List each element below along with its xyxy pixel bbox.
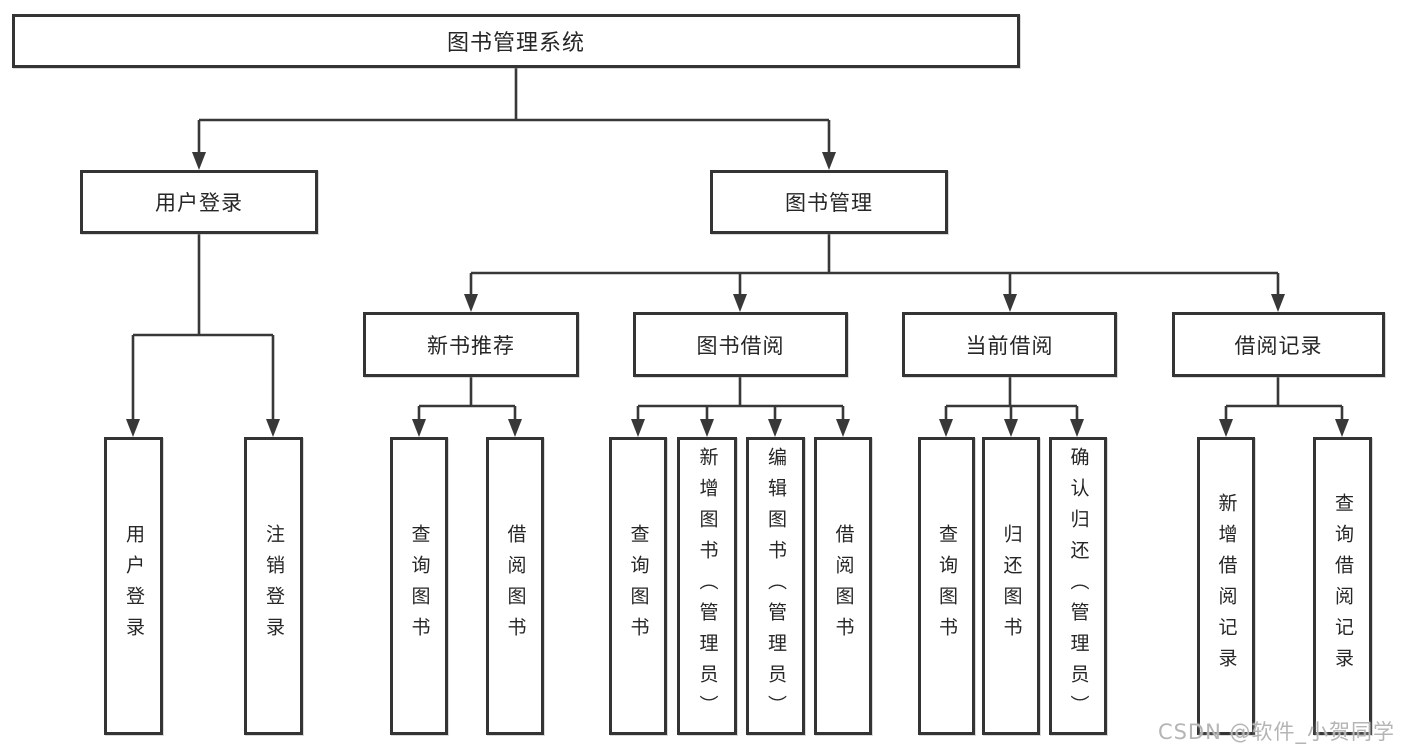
- leaf-confirm-return-admin: 确认归还（管理员）: [1049, 437, 1107, 735]
- node-borrow-records: 借阅记录: [1172, 312, 1385, 377]
- node-current-borrow: 当前借阅: [902, 312, 1117, 377]
- node-user-login: 用户登录: [80, 170, 318, 234]
- leaf-edit-book-admin: 编辑图书（管理员）: [746, 437, 805, 735]
- leaf-user-login: 用户登录: [104, 437, 163, 735]
- leaf-add-book-admin: 新增图书（管理员）: [677, 437, 737, 735]
- leaf-borrow-books-recommend: 借阅图书: [486, 437, 544, 735]
- node-new-book-recommend: 新书推荐: [363, 312, 579, 377]
- node-system-root: 图书管理系统: [12, 14, 1020, 68]
- leaf-return-books: 归还图书: [982, 437, 1040, 735]
- arrowheads: [126, 152, 1349, 437]
- node-book-management: 图书管理: [710, 170, 948, 234]
- leaf-query-borrow-record: 查询借阅记录: [1313, 437, 1372, 735]
- leaf-query-books-current: 查询图书: [918, 437, 975, 735]
- leaf-query-books-recommend: 查询图书: [390, 437, 448, 735]
- leaf-query-books-borrow: 查询图书: [609, 437, 667, 735]
- leaf-logout: 注销登录: [244, 437, 303, 735]
- leaf-add-borrow-record: 新增借阅记录: [1197, 437, 1255, 735]
- leaf-borrow-books: 借阅图书: [814, 437, 872, 735]
- node-book-borrow: 图书借阅: [633, 312, 848, 377]
- csdn-watermark: CSDN @软件_小贺同学: [1157, 720, 1395, 744]
